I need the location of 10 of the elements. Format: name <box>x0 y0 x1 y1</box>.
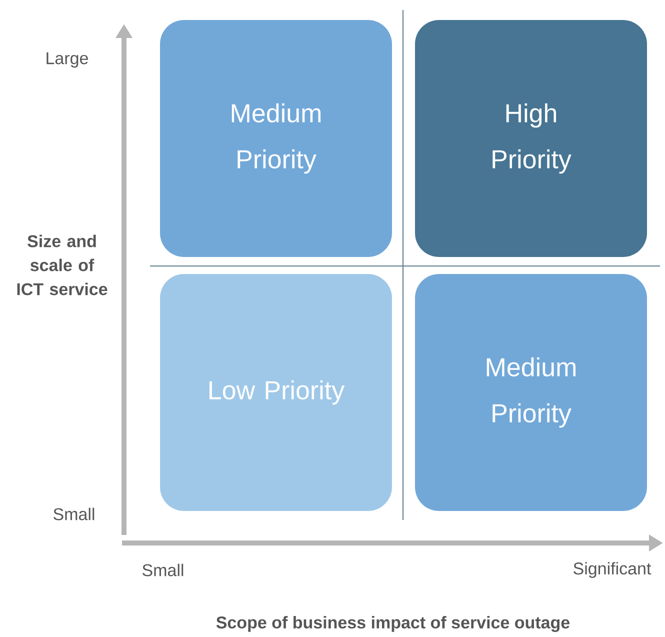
axis-label: Significant <box>574 562 652 578</box>
axis-label: Small <box>54 508 94 520</box>
axis-label: Large <box>46 52 88 68</box>
priority-box: High Priority <box>415 20 647 257</box>
axis-title: Size and scale of ICT service <box>17 234 108 296</box>
priority-box: Low Priority <box>160 274 392 511</box>
axis-title: Scope of business impact of service outage <box>216 616 570 632</box>
priority-box: Medium Priority <box>415 274 647 511</box>
priority-box: Medium Priority <box>160 20 392 257</box>
axis-label: Small <box>142 564 184 576</box>
